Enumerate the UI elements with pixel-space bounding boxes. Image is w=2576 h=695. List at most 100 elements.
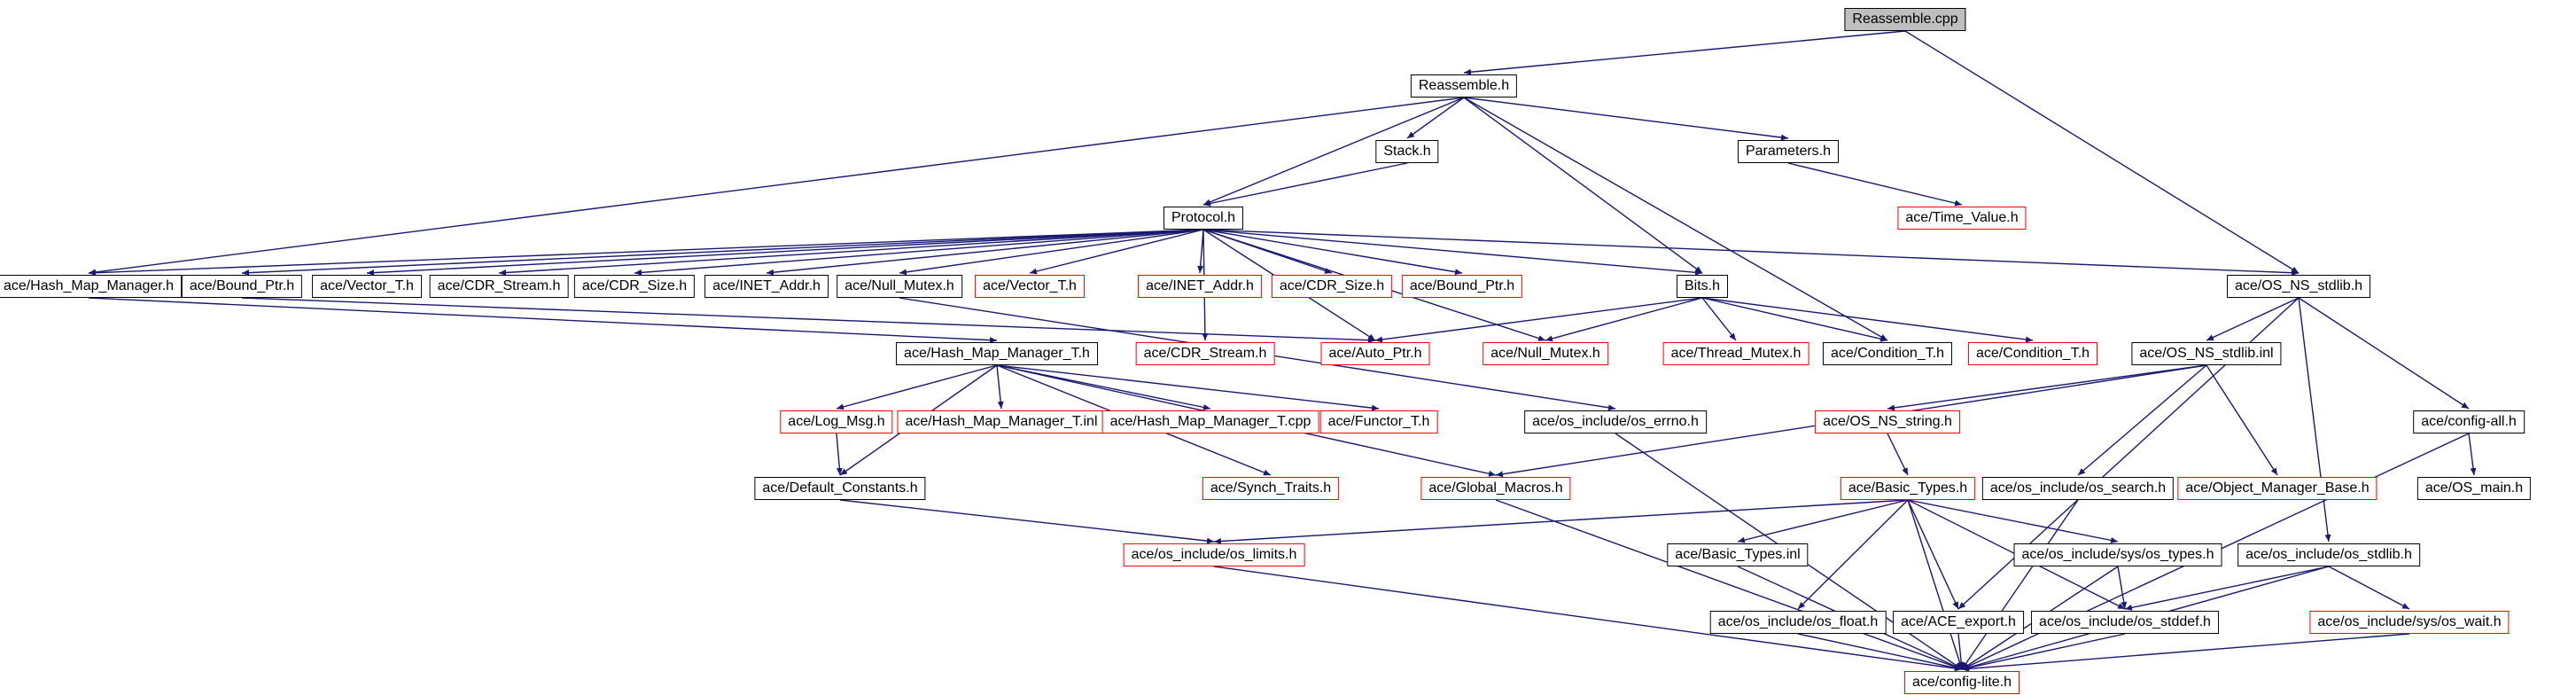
include-edge-n38-n43 xyxy=(1737,499,1909,543)
include-edge-n1-n19 xyxy=(1904,30,2300,274)
graph-node-protocol-h[interactable]: Protocol.h xyxy=(1163,207,1244,230)
graph-node-ace-global-macros-h[interactable]: ace/Global_Macros.h xyxy=(1420,477,1571,500)
graph-node-ace-auto-ptr-h[interactable]: ace/Auto_Ptr.h xyxy=(1320,342,1430,365)
include-edge-n5-n8 xyxy=(241,229,1204,277)
include-edge-n2-n7 xyxy=(88,97,1465,276)
graph-node-ace-condition-t-h[interactable]: ace/Condition_T.h xyxy=(1822,342,1953,365)
include-edge-n19-n34 xyxy=(2298,297,2470,410)
include-edge-n37-n50 xyxy=(1495,499,1963,670)
graph-node-ace-os-main-h[interactable]: ace/OS_main.h xyxy=(2416,477,2532,500)
graph-node-ace-time-value-h[interactable]: ace/Time_Value.h xyxy=(1897,207,2027,230)
include-edge-n27-n39 xyxy=(2077,364,2207,476)
graph-node-ace-os-ns-string-h[interactable]: ace/OS_NS_string.h xyxy=(1815,410,1960,433)
graph-node-bits-h[interactable]: Bits.h xyxy=(1676,275,1729,298)
graph-node-ace-inet-addr-h[interactable]: ace/INET_Addr.h xyxy=(704,275,829,298)
graph-node-ace-bound-ptr-h[interactable]: ace/Bound_Ptr.h xyxy=(1401,275,1523,298)
dependency-edges xyxy=(88,30,2477,672)
graph-node-ace-null-mutex-h[interactable]: ace/Null_Mutex.h xyxy=(837,275,962,298)
graph-node-ace-cdr-size-h[interactable]: ace/CDR_Size.h xyxy=(573,275,696,298)
graph-node-ace-vector-t-h[interactable]: ace/Vector_T.h xyxy=(975,275,1085,298)
include-edge-n38-n47 xyxy=(1907,499,1959,610)
include-edge-n18-n22 xyxy=(1374,297,1703,343)
include-edge-n5-n15 xyxy=(1197,229,1204,274)
graph-node-ace-object-manager-base-h[interactable]: ace/Object_Manager_Base.h xyxy=(2177,477,2378,500)
include-edge-n19-n27 xyxy=(2206,297,2300,341)
graph-node-ace-os-include-sys-os-wait-h[interactable]: ace/os_include/sys/os_wait.h xyxy=(2309,611,2510,634)
graph-node-ace-null-mutex-h[interactable]: ace/Null_Mutex.h xyxy=(1483,342,1608,365)
graph-node-reassemble-cpp[interactable]: Reassemble.cpp xyxy=(1844,8,1966,31)
include-edge-n5-n17 xyxy=(1202,229,1463,276)
graph-node-stack-h[interactable]: Stack.h xyxy=(1375,140,1439,163)
include-edge-n3-n5 xyxy=(1202,162,1408,207)
include-edge-n8-n22 xyxy=(241,297,1376,344)
include-edge-n49-n50 xyxy=(1961,633,2410,672)
include-edge-n5-n14 xyxy=(1029,229,1204,275)
graph-node-parameters-h[interactable]: Parameters.h xyxy=(1737,140,1840,163)
include-edge-n38-n50 xyxy=(1907,499,1963,670)
graph-node-ace-basic-types-inl[interactable]: ace/Basic_Types.inl xyxy=(1667,543,1809,566)
graph-node-ace-log-msg-h[interactable]: ace/Log_Msg.h xyxy=(780,410,893,433)
graph-node-ace-thread-mutex-h[interactable]: ace/Thread_Mutex.h xyxy=(1662,342,1809,365)
graph-node-ace-os-include-os-stdlib-h[interactable]: ace/os_include/os_stdlib.h xyxy=(2237,543,2420,566)
graph-node-ace-os-include-os-search-h[interactable]: ace/os_include/os_search.h xyxy=(1981,477,2175,500)
include-edge-n47-n50 xyxy=(1957,633,1965,670)
include-edge-n18-n24 xyxy=(1701,297,1737,341)
include-edge-n5-n9 xyxy=(366,229,1204,277)
graph-node-ace-cdr-stream-h[interactable]: ace/CDR_Stream.h xyxy=(429,275,569,298)
graph-node-ace-hash-map-manager-t-h[interactable]: ace/Hash_Map_Manager_T.h xyxy=(896,342,1098,365)
include-edge-n20-n28 xyxy=(836,364,998,410)
include-edge-n5-n7 xyxy=(88,229,1204,277)
include-edge-n2-n4 xyxy=(1463,97,1789,141)
graph-node-ace-ace-export-h[interactable]: ace/ACE_export.h xyxy=(1893,611,2024,634)
include-edge-n34-n41 xyxy=(2468,433,2477,476)
include-edge-n45-n48 xyxy=(2124,566,2330,611)
graph-node-ace-hash-map-manager-h[interactable]: ace/Hash_Map_Manager.h xyxy=(0,275,183,298)
include-edge-n39-n50 xyxy=(1961,499,2079,670)
include-edge-n5-n18 xyxy=(1202,229,1703,276)
include-edge-n28-n35 xyxy=(836,433,843,476)
graph-node-ace-synch-traits-h[interactable]: ace/Synch_Traits.h xyxy=(1202,477,1340,500)
include-edge-n2-n18 xyxy=(1463,97,1703,274)
graph-node-ace-hash-map-manager-t-inl[interactable]: ace/Hash_Map_Manager_T.inl xyxy=(897,410,1106,433)
graph-node-ace-os-include-os-errno-h[interactable]: ace/os_include/os_errno.h xyxy=(1524,410,1707,433)
graph-node-ace-os-include-os-float-h[interactable]: ace/os_include/os_float.h xyxy=(1709,611,1887,634)
include-edge-n5-n10 xyxy=(498,229,1204,277)
include-edge-n18-n26 xyxy=(1701,297,2034,343)
include-edge-n2-n3 xyxy=(1406,97,1465,139)
include-edge-n27-n33 xyxy=(1887,364,2207,411)
graph-node-ace-hash-map-manager-t-cpp[interactable]: ace/Hash_Map_Manager_T.cpp xyxy=(1101,410,1319,433)
graph-node-ace-bound-ptr-h[interactable]: ace/Bound_Ptr.h xyxy=(181,275,303,298)
include-edge-n4-n6 xyxy=(1787,162,1963,207)
graph-node-ace-os-include-os-stddef-h[interactable]: ace/os_include/os_stddef.h xyxy=(2031,611,2219,634)
include-edge-n5-n13 xyxy=(899,229,1204,276)
graph-node-ace-basic-types-h[interactable]: ace/Basic_Types.h xyxy=(1840,477,1976,500)
include-edge-n42-n50 xyxy=(1213,566,1963,672)
include-edge-n46-n50 xyxy=(1797,633,1963,671)
graph-node-ace-cdr-stream-h[interactable]: ace/CDR_Stream.h xyxy=(1135,342,1275,365)
include-edge-n20-n31 xyxy=(996,364,1380,411)
graph-node-ace-config-lite-h[interactable]: ace/config-lite.h xyxy=(1903,671,2020,694)
graph-node-ace-inet-addr-h[interactable]: ace/INET_Addr.h xyxy=(1138,275,1262,298)
include-edge-n48-n50 xyxy=(1961,633,2126,671)
graph-node-ace-vector-t-h[interactable]: ace/Vector_T.h xyxy=(312,275,422,298)
include-edge-n38-n44 xyxy=(1907,499,2119,543)
include-edge-n38-n46 xyxy=(1797,499,1909,610)
include-edge-n33-n38 xyxy=(1887,433,1909,476)
include-edge-n35-n42 xyxy=(839,499,1215,544)
graph-node-ace-os-ns-stdlib-inl[interactable]: ace/OS_NS_stdlib.inl xyxy=(2131,342,2282,365)
include-edge-n20-n29 xyxy=(996,364,1004,410)
include-edge-n27-n40 xyxy=(2206,364,2278,476)
graph-node-ace-os-include-sys-os-types-h[interactable]: ace/os_include/sys/os_types.h xyxy=(2013,543,2222,566)
graph-node-ace-cdr-size-h[interactable]: ace/CDR_Size.h xyxy=(1271,275,1393,298)
graph-node-ace-os-ns-stdlib-h[interactable]: ace/OS_NS_stdlib.h xyxy=(2226,275,2371,298)
include-edge-n44-n48 xyxy=(2117,566,2128,610)
graph-node-ace-config-all-h[interactable]: ace/config-all.h xyxy=(2413,410,2525,433)
graph-node-ace-default-constants-h[interactable]: ace/Default_Constants.h xyxy=(754,477,926,500)
graph-node-ace-os-include-os-limits-h[interactable]: ace/os_include/os_limits.h xyxy=(1123,543,1305,566)
include-edge-n18-n25 xyxy=(1701,297,1888,342)
graph-node-ace-functor-t-h[interactable]: ace/Functor_T.h xyxy=(1319,410,1438,433)
graph-node-reassemble-h[interactable]: Reassemble.h xyxy=(1410,74,1518,98)
include-edge-n1-n2 xyxy=(1463,30,1906,75)
graph-node-ace-condition-t-h[interactable]: ace/Condition_T.h xyxy=(1967,342,2098,365)
include-edge-n45-n49 xyxy=(2328,566,2410,610)
